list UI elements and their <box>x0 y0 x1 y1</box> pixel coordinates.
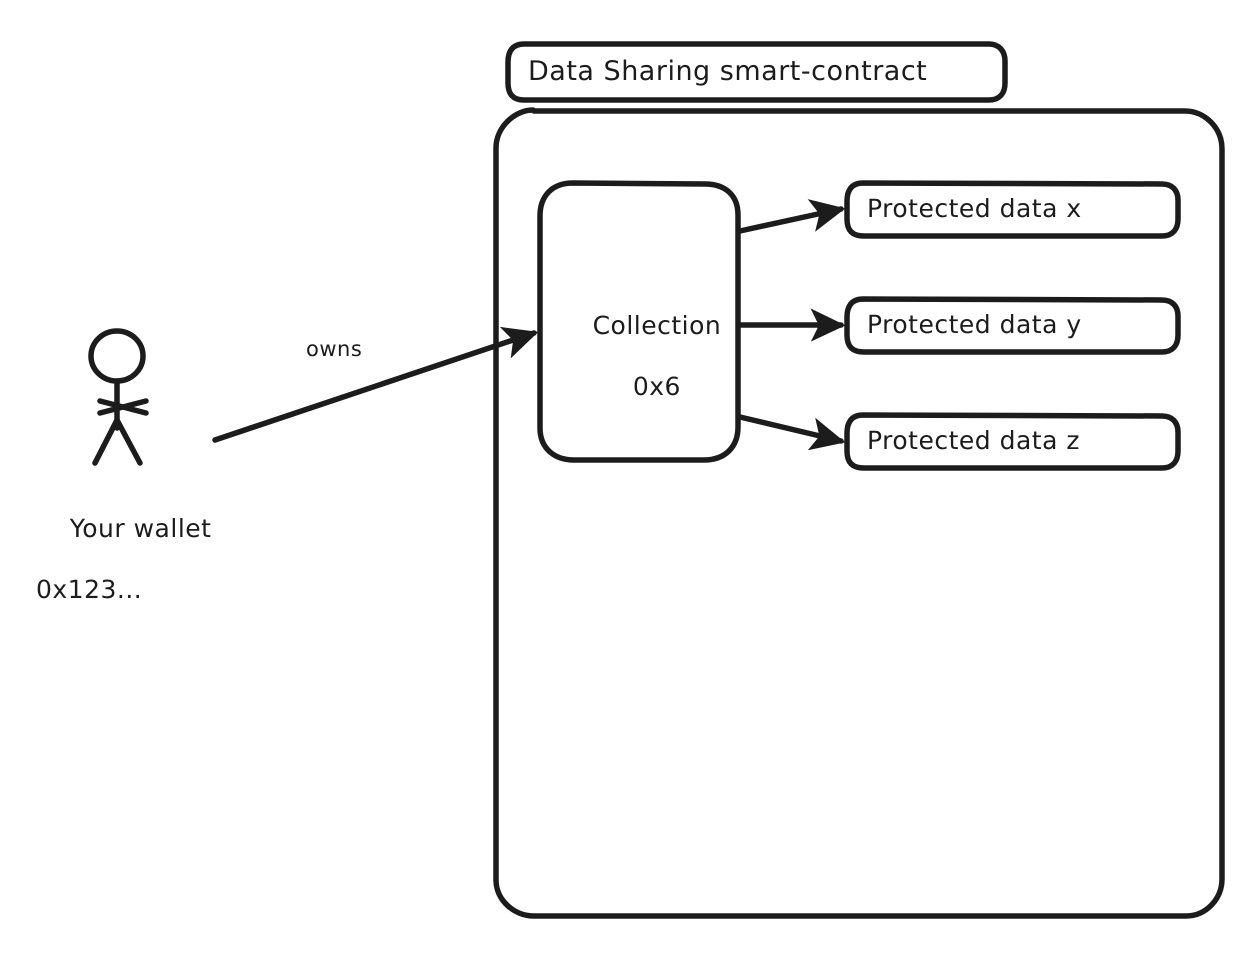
wallet-label-line2: 0x123... <box>36 574 143 604</box>
protected-data-z-label: Protected data z <box>867 426 1080 455</box>
title-box-outline <box>505 41 1008 103</box>
collection-label-line2: 0x6 <box>632 371 681 401</box>
collection-to-protected-data-x-arrow <box>737 199 846 234</box>
stick-figure-head-icon <box>88 328 146 384</box>
collection-to-protected-data-z-arrow <box>737 414 846 451</box>
stick-figure-legs-icon <box>92 417 143 466</box>
owns-arrow <box>212 326 539 443</box>
wallet-label: Your wallet 0x123... <box>36 483 286 666</box>
owns-relation-label: owns <box>306 337 363 361</box>
collection-label-line1: Collection <box>592 310 722 340</box>
protected-data-y-box-outline <box>844 296 1181 355</box>
protected-data-x-label: Protected data x <box>867 194 1082 223</box>
collection-label: Collection 0x6 <box>551 280 729 433</box>
smart-contract-title: Data Sharing smart-contract <box>528 56 928 87</box>
collection-box-outline <box>537 180 741 463</box>
protected-data-y-label: Protected data y <box>867 310 1082 339</box>
stick-figure-arms-icon <box>97 398 149 416</box>
wallet-label-line1: Your wallet <box>69 513 212 543</box>
protected-data-x-box-outline <box>844 180 1181 239</box>
protected-data-z-box-outline <box>844 412 1181 471</box>
